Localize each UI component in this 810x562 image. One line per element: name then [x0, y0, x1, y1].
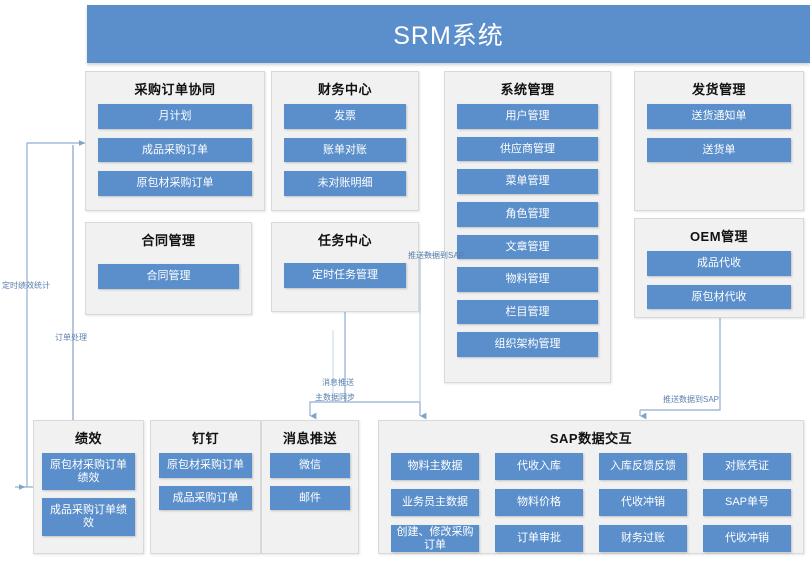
item-material-management[interactable]: 物料管理	[457, 267, 598, 292]
panel-performance[interactable]: 绩效 原包材采购订单绩效 成品采购订单绩效	[33, 420, 144, 554]
item-raw-packaging-po-performance[interactable]: 原包材采购订单绩效	[42, 453, 135, 491]
item-collection-writeoff-2[interactable]: 代收冲销	[703, 525, 791, 552]
item-email[interactable]: 邮件	[270, 485, 350, 511]
item-collection-writeoff[interactable]: 代收冲销	[599, 489, 687, 516]
panel-purchase-order-collab[interactable]: 采购订单协同 月计划 成品采购订单 原包材采购订单	[85, 71, 265, 211]
panel-dingtalk[interactable]: 钉钉 原包材采购订单 成品采购订单	[150, 420, 261, 554]
panel-task-center[interactable]: 任务中心 定时任务管理	[271, 222, 419, 312]
item-delivery-notice[interactable]: 送货通知单	[647, 104, 791, 129]
connector-label-push-data-to-sap-right: 推送数据到SAP	[663, 395, 720, 404]
panel-title: 财务中心	[317, 82, 372, 97]
connector-label-order-processing: 订单处理	[55, 333, 87, 342]
panel-title: 采购订单协同	[134, 82, 216, 97]
item-sap-document-number[interactable]: SAP单号	[703, 489, 791, 516]
panel-title: 发货管理	[691, 82, 746, 97]
item-delivery-note[interactable]: 送货单	[647, 137, 791, 163]
item-material-master-data[interactable]: 物料主数据	[391, 453, 479, 480]
panel-title: OEM管理	[689, 229, 749, 244]
panel-sap-data-exchange[interactable]: SAP数据交互 物料主数据 代收入库 入库反馈反馈 对账凭证 业务员主数据 物料…	[378, 420, 804, 554]
panel-title: SAP数据交互	[549, 431, 633, 446]
item-create-modify-po[interactable]: 创建、修改采购订单	[391, 525, 479, 552]
app-title-banner: SRM系统	[87, 5, 810, 63]
connector-label-push-data-to-sap-middle: 推送数据到SAP	[408, 251, 465, 260]
panel-title: 消息推送	[282, 431, 337, 446]
item-scheduled-task-management[interactable]: 定时任务管理	[284, 263, 406, 288]
item-material-price[interactable]: 物料价格	[495, 489, 583, 516]
item-raw-packaging-collection[interactable]: 原包材代收	[647, 284, 791, 310]
item-reconciliation-voucher[interactable]: 对账凭证	[703, 453, 791, 480]
connector-label-message-push: 消息推送	[322, 378, 354, 387]
panel-title: 绩效	[74, 431, 102, 446]
panel-system-management[interactable]: 系统管理 用户管理 供应商管理 菜单管理 角色管理 文章管理 物料管理 栏目管理…	[444, 71, 611, 383]
panel-title: 钉钉	[191, 431, 219, 446]
item-collection-inbound[interactable]: 代收入库	[495, 453, 583, 480]
item-org-structure-management[interactable]: 组织架构管理	[457, 332, 598, 358]
item-role-management[interactable]: 角色管理	[457, 201, 598, 227]
page-title: SRM系统	[393, 22, 504, 50]
panel-title: 系统管理	[500, 82, 555, 97]
item-month-plan[interactable]: 月计划	[98, 104, 252, 129]
item-wechat[interactable]: 微信	[270, 453, 350, 478]
item-contract-management[interactable]: 合同管理	[98, 264, 239, 289]
item-finished-goods-collection[interactable]: 成品代收	[647, 251, 791, 276]
item-article-management[interactable]: 文章管理	[457, 234, 598, 260]
item-raw-packaging-po[interactable]: 原包材采购订单	[98, 171, 252, 196]
panel-shipping-management[interactable]: 发货管理 送货通知单 送货单	[634, 71, 804, 211]
item-ding-finished-po[interactable]: 成品采购订单	[159, 485, 252, 511]
item-supplier-management[interactable]: 供应商管理	[457, 136, 598, 162]
panel-finance-center[interactable]: 财务中心 发票 账单对账 未对账明细	[271, 71, 419, 211]
item-ding-raw-packaging-po[interactable]: 原包材采购订单	[159, 453, 252, 478]
connector-label-scheduled-performance-stats: 定时绩效统计	[2, 281, 50, 290]
connector-label-master-data-sync: 主数据同步	[315, 393, 355, 402]
panel-oem-management[interactable]: OEM管理 成品代收 原包材代收	[634, 218, 804, 318]
item-column-management[interactable]: 栏目管理	[457, 299, 598, 325]
item-finished-po-performance[interactable]: 成品采购订单绩效	[42, 498, 135, 536]
item-menu-management[interactable]: 菜单管理	[457, 169, 598, 194]
item-unreconciled-detail[interactable]: 未对账明细	[284, 171, 406, 196]
item-bill-reconciliation[interactable]: 账单对账	[284, 137, 406, 163]
item-inbound-feedback[interactable]: 入库反馈反馈	[599, 453, 687, 480]
item-salesperson-master-data[interactable]: 业务员主数据	[391, 489, 479, 516]
item-user-management[interactable]: 用户管理	[457, 104, 598, 129]
panel-title: 合同管理	[141, 233, 196, 248]
panel-message-push[interactable]: 消息推送 微信 邮件	[261, 420, 359, 554]
panel-title: 任务中心	[317, 233, 372, 248]
item-invoice[interactable]: 发票	[284, 104, 406, 129]
item-finance-posting[interactable]: 财务过账	[599, 525, 687, 552]
item-order-approval[interactable]: 订单审批	[495, 525, 583, 552]
item-finished-po[interactable]: 成品采购订单	[98, 137, 252, 163]
panel-contract-management[interactable]: 合同管理 合同管理	[85, 222, 252, 315]
